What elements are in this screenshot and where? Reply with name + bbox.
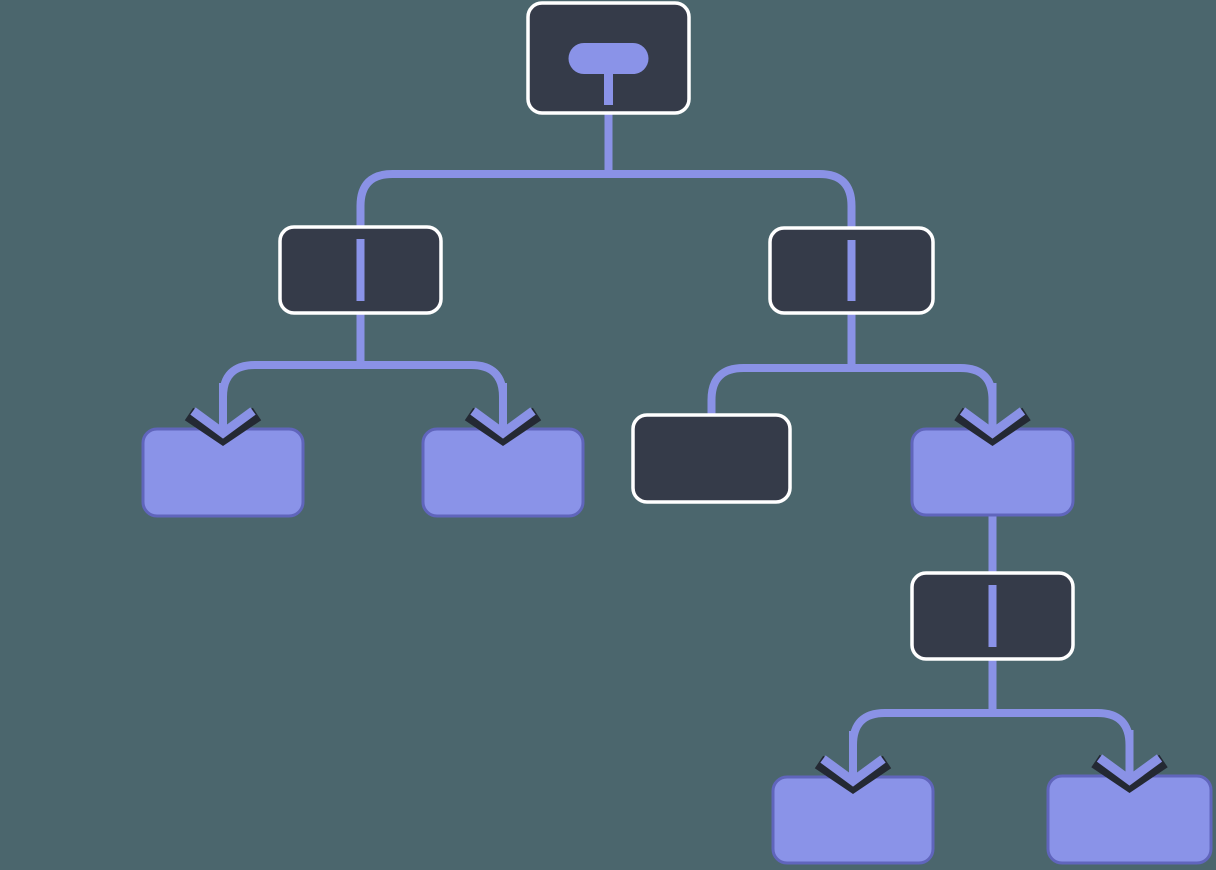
edge-split-left-to-leaf-left-1 [219,311,365,419]
pill-icon [568,43,649,74]
arrowhead-purple-chevron-icon [470,407,536,439]
arrowhead-purple-chevron-icon [820,755,886,787]
arrowhead-purple-chevron-icon [959,407,1026,439]
arrowhead-purple-chevron-icon [190,407,256,439]
edge-split-right-to-leaf-mid-dark [707,311,856,419]
node-split-left[interactable] [278,225,443,315]
edge-root-to-split-left [356,111,613,231]
edge-split-bottom-to-leaf-bottom-1 [849,657,997,767]
arrowhead-purple-chevron-icon [1096,754,1163,786]
arrowhead-icon [464,383,542,447]
edge-root-to-split-right [604,111,856,232]
arrowhead-icon [1091,730,1168,794]
arrowhead-icon [184,383,262,447]
node-split-bottom[interactable] [910,571,1075,661]
arrowheads-layer [184,383,1168,795]
arrowhead-icon [954,383,1031,447]
edges-layer [219,111,1134,767]
edge-split-left-to-leaf-left-2 [356,311,507,419]
node-split-right[interactable] [768,226,935,315]
node-leaf-mid-dark[interactable] [631,413,792,504]
arrowhead-icon [814,731,892,795]
edge-split-right-to-node-right-purple [847,311,997,419]
node-root[interactable] [526,1,691,115]
edge-split-bottom-to-leaf-bottom-2 [988,657,1134,766]
nodes-layer [141,1,1213,865]
node-leaf-mid-dark-box[interactable] [631,413,792,504]
